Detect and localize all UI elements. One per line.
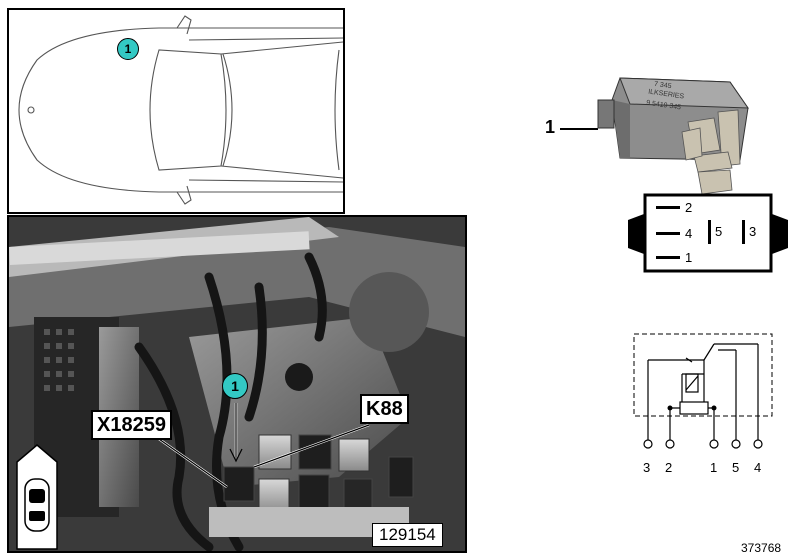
installation-photo-panel: 1 X18259 K88 129154 <box>7 215 467 553</box>
photo-location-marker-badge: 1 <box>222 373 248 399</box>
schematic-terminal-2: 2 <box>665 460 673 475</box>
diagram-reference-number: 373768 <box>741 541 782 555</box>
vehicle-outline-drawing <box>18 15 343 205</box>
relay-circuit-schematic: 3 2 1 5 4 <box>628 330 778 475</box>
pinout-pin-1: 1 <box>685 250 693 265</box>
photo-location-marker-number: 1 <box>231 378 239 394</box>
car-orientation-icon <box>16 444 58 550</box>
relay-label-k88: K88 <box>360 394 409 424</box>
schematic-terminal-1: 1 <box>710 460 718 475</box>
schematic-terminal-3: 3 <box>643 460 651 475</box>
engine-bay-photo-illustration <box>9 217 465 551</box>
pinout-pin-3: 3 <box>749 224 757 239</box>
connector-label-x18259: X18259 <box>91 410 172 440</box>
schematic-terminal-5: 5 <box>732 460 740 475</box>
schematic-terminal-4: 4 <box>754 460 762 475</box>
vehicle-location-panel: 1 <box>7 8 345 214</box>
relay-callout-number: 1 <box>545 117 556 137</box>
pinout-pin-2: 2 <box>685 200 693 215</box>
pinout-pin-4: 4 <box>685 226 693 241</box>
location-marker-badge: 1 <box>117 38 139 60</box>
location-marker-number: 1 <box>124 42 132 56</box>
photo-reference-number: 129154 <box>372 523 443 547</box>
relay-callout-line <box>560 128 598 130</box>
relay-pinout-diagram: 2 4 5 3 1 <box>628 192 788 274</box>
pinout-pin-5: 5 <box>715 224 723 239</box>
relay-illustration: 7 345 ILKSERIES 9 5419 345 <box>590 60 770 200</box>
